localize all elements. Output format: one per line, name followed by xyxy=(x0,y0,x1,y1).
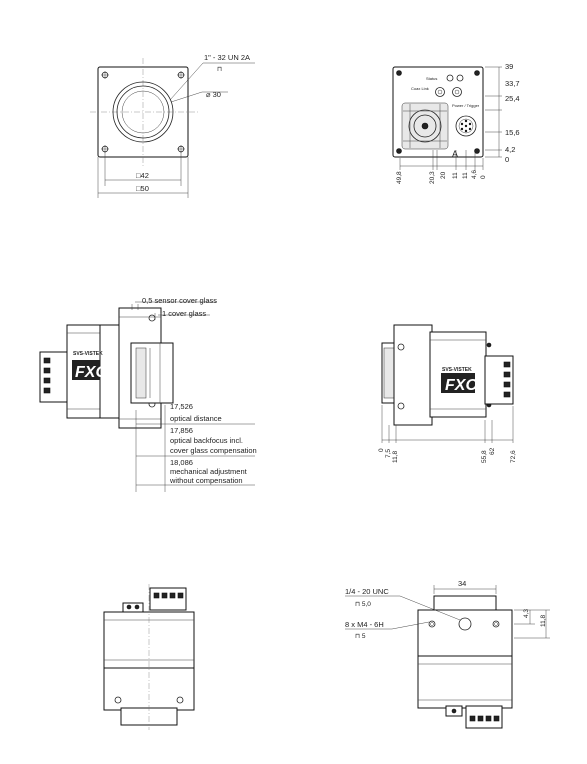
thread-label: 1" - 32 UN 2A xyxy=(204,53,250,62)
status-led-label: Status xyxy=(426,76,437,81)
top-dim-large: 11,8 xyxy=(540,614,547,627)
rear-dim-bottom-4: 11 xyxy=(452,172,459,179)
mechanical-label-2: without compensation xyxy=(169,476,243,485)
brand-small-left: SVS-VISTEK xyxy=(73,351,103,357)
top-view-right: 34 1/4 - 20 UNC ⊓ 5,0 8 x M4 - 6H ⊓ 5 4,… xyxy=(345,579,550,729)
optical-distance-value: 17,526 xyxy=(170,402,193,411)
side-dim-6: 72,6 xyxy=(510,450,517,463)
tripod-label: 1/4 - 20 UNC xyxy=(345,587,389,596)
rear-dim-right-6: 0 xyxy=(505,155,509,164)
rear-dim-right-2: 33,7 xyxy=(505,79,520,88)
tripod-depth: ⊓ 5,0 xyxy=(355,601,371,608)
rear-dim-right-5: 4,2 xyxy=(505,145,515,154)
rear-dim-bottom-7: 0 xyxy=(480,175,487,179)
rear-dim-bottom-1: 49,8 xyxy=(396,171,403,184)
side-dim-4: 55,8 xyxy=(481,450,488,463)
side-dim-3: 11,8 xyxy=(392,450,399,463)
power-trigger-label: Power / Trigger xyxy=(452,103,480,108)
brand-model-left: FXO xyxy=(75,364,108,381)
diameter-label: ⌀ 30 xyxy=(206,90,221,99)
top-width-dim: 34 xyxy=(458,579,466,588)
mount-holes-label: 8 x M4 - 6H xyxy=(345,620,384,629)
mechanical-label-1: mechanical adjustment xyxy=(170,467,248,476)
coax-link-label: Coax Link xyxy=(411,86,429,91)
backfocus-value: 17,856 xyxy=(170,426,193,435)
top-dim-small: 4,3 xyxy=(523,609,530,618)
view-marker-a: A xyxy=(452,149,458,159)
square-50-label: □50 xyxy=(136,184,149,193)
backfocus-label-1: optical backfocus incl. xyxy=(170,436,243,445)
optical-distance-label: optical distance xyxy=(170,414,222,423)
mount-holes-depth: ⊓ 5 xyxy=(355,633,366,640)
side-view-left: SVS-VISTEK FXO 0,5 sensor cover glass 1 … xyxy=(39,296,257,492)
rear-dim-right-1: 39 xyxy=(505,62,513,71)
brand-small-right: SVS-VISTEK xyxy=(442,367,472,373)
thread-depth-symbol: ⊓ xyxy=(217,66,222,73)
cover-glass-label: 1 cover glass xyxy=(162,309,206,318)
sensor-cover-glass-label: 0,5 sensor cover glass xyxy=(142,296,217,305)
backfocus-label-2: cover glass compensation xyxy=(170,446,257,455)
mechanical-value: 18,086 xyxy=(170,458,193,467)
rear-dim-right-3: 25,4 xyxy=(505,94,520,103)
side-dim-5: 62 xyxy=(489,447,496,455)
rear-connector-block xyxy=(401,102,449,150)
rear-dim-bottom-2: 20,3 xyxy=(429,171,436,184)
front-view: 1" - 32 UN 2A ⊓ ⌀ 30 □42 □50 xyxy=(90,53,255,198)
side-dim-2: 7,5 xyxy=(385,449,392,458)
brand-model-right: FXO xyxy=(445,377,478,394)
side-dim-1: 0 xyxy=(378,448,385,452)
rear-dim-bottom-3: 20 xyxy=(440,171,447,179)
square-42-label: □42 xyxy=(136,171,149,180)
rear-dim-right-4: 15,6 xyxy=(505,128,520,137)
rear-dim-bottom-5: 11 xyxy=(462,172,469,179)
front-screw-holes xyxy=(101,71,185,153)
top-view-left xyxy=(103,584,195,730)
side-view-right: SVS-VISTEK FXO 0 7,5 11,8 55,8 62 72,6 xyxy=(378,324,517,463)
rear-dim-bottom-6: 4,6 xyxy=(471,170,478,179)
rear-view: Status Coax Link Power / Trigger A 39 33… xyxy=(392,62,520,184)
